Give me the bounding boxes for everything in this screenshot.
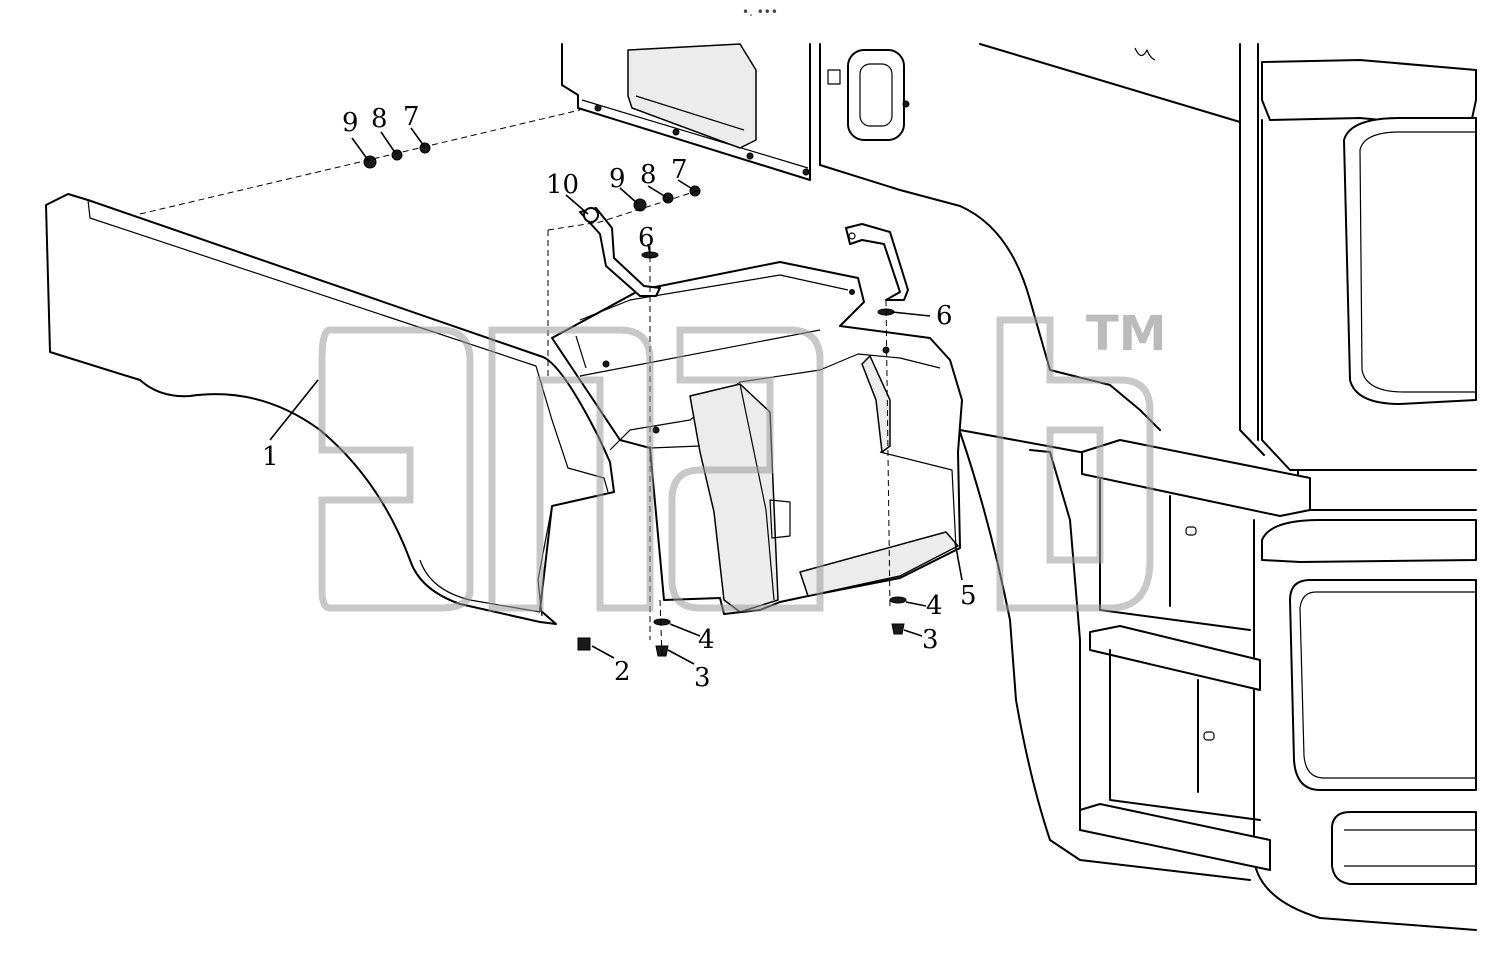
callout-9-right: 9 [609,164,626,194]
callout-6-right: 6 [936,301,953,331]
cab-steps [959,429,1311,881]
headlamp-lower [1289,579,1477,791]
callout-labels: 1 2 3 3 4 4 5 6 6 7 7 8 8 9 9 10 [262,102,977,693]
callout-3-right: 3 [922,625,939,655]
fog-lamp [1331,811,1477,885]
callout-4-left: 4 [698,625,715,655]
callout-3-left: 3 [694,663,711,693]
upper-step [1081,439,1311,517]
callout-4-right: 4 [926,591,943,621]
callout-6-left: 6 [638,223,655,253]
callout-8-left: 8 [371,104,388,134]
callout-10: 10 [546,170,579,200]
callout-2: 2 [614,657,631,687]
door-handle [847,49,905,141]
door-panel-bolts [594,104,810,176]
assembly-lines [139,109,891,657]
middle-step [1089,625,1261,691]
callout-8-right: 8 [640,160,657,190]
headlamp-upper [1343,117,1477,405]
callout-9-left: 9 [342,108,359,138]
bracket-left [579,207,661,297]
lower-step [1079,803,1271,871]
mudguard-part-5 [551,261,963,615]
callout-7-right: 7 [671,155,688,185]
header-mark: •. ••• [742,5,778,19]
callout-7-left: 7 [403,102,420,132]
leader-lines [269,127,963,665]
watermark-logo: TM [318,306,1167,612]
watermark-trademark: TM [1086,306,1167,362]
door-step-recess [627,43,757,149]
fender-part-1 [45,193,615,625]
callout-1: 1 [262,442,279,472]
callout-5: 5 [960,581,977,611]
